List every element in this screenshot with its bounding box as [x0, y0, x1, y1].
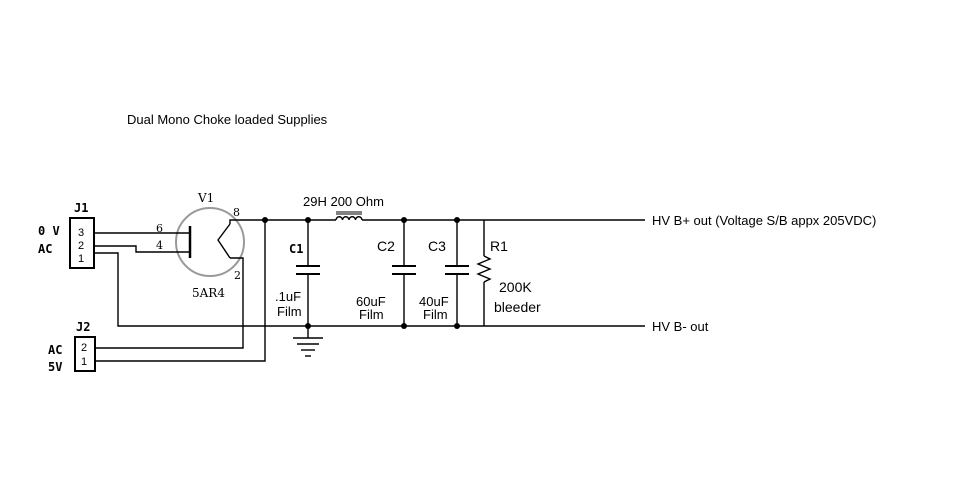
j1-connector: J1 0 V AC 3 2 1	[38, 201, 95, 269]
v1-rectifier-tube: V1 5AR4 6 4 8 2	[156, 191, 245, 300]
diagram-title: Dual Mono Choke loaded Supplies	[127, 112, 328, 127]
v1-pin-8: 8	[233, 206, 240, 219]
v1-part: 5AR4	[192, 286, 225, 300]
j2-connector: J2 AC 5V 2 1	[48, 320, 96, 374]
output-negative-label: HV B- out	[652, 319, 709, 334]
wiring	[94, 219, 645, 362]
c2-capacitor: C2 60uF Film	[356, 220, 416, 326]
v1-pin-6: 6	[156, 222, 163, 235]
c2-value: 60uF	[356, 294, 386, 309]
ground-icon	[293, 337, 323, 357]
r1-resistor: R1 200K bleeder	[476, 220, 541, 326]
j2-label-bottom: 5V	[48, 360, 62, 374]
c3-type: Film	[423, 307, 448, 322]
choke-label: 29H 200 Ohm	[303, 194, 384, 209]
j1-pin-3: 3	[78, 227, 84, 239]
c3-ref: C3	[428, 238, 446, 254]
choke-inductor: 29H 200 Ohm	[303, 194, 384, 221]
j1-pin-1: 1	[78, 253, 84, 265]
j2-pin-2: 2	[81, 342, 87, 354]
v1-pin-2: 2	[234, 269, 241, 282]
r1-ref: R1	[490, 238, 508, 254]
j2-pin-1: 1	[81, 356, 87, 368]
c1-type: Film	[277, 304, 302, 319]
c2-type: Film	[359, 307, 384, 322]
j1-ref: J1	[74, 201, 88, 215]
v1-pin-4: 4	[156, 239, 163, 252]
j1-label-bottom: AC	[38, 242, 52, 256]
j1-label-top: 0 V	[38, 224, 60, 238]
junction-dots	[262, 217, 460, 329]
tube-envelope	[175, 207, 245, 277]
c1-ref: C1	[289, 242, 303, 256]
j2-ref: J2	[76, 320, 90, 334]
r1-value: 200K	[499, 279, 532, 295]
c3-capacitor: C3 40uF Film	[419, 220, 469, 326]
c1-value: .1uF	[275, 289, 301, 304]
v1-ref: V1	[197, 191, 214, 205]
r1-note: bleeder	[494, 299, 541, 315]
j1-pin-2: 2	[78, 240, 84, 252]
output-positive-label: HV B+ out (Voltage S/B appx 205VDC)	[652, 213, 876, 228]
c2-ref: C2	[377, 238, 395, 254]
c3-value: 40uF	[419, 294, 449, 309]
j2-label-top: AC	[48, 343, 62, 357]
c1-capacitor: C1 .1uF Film	[275, 220, 320, 338]
